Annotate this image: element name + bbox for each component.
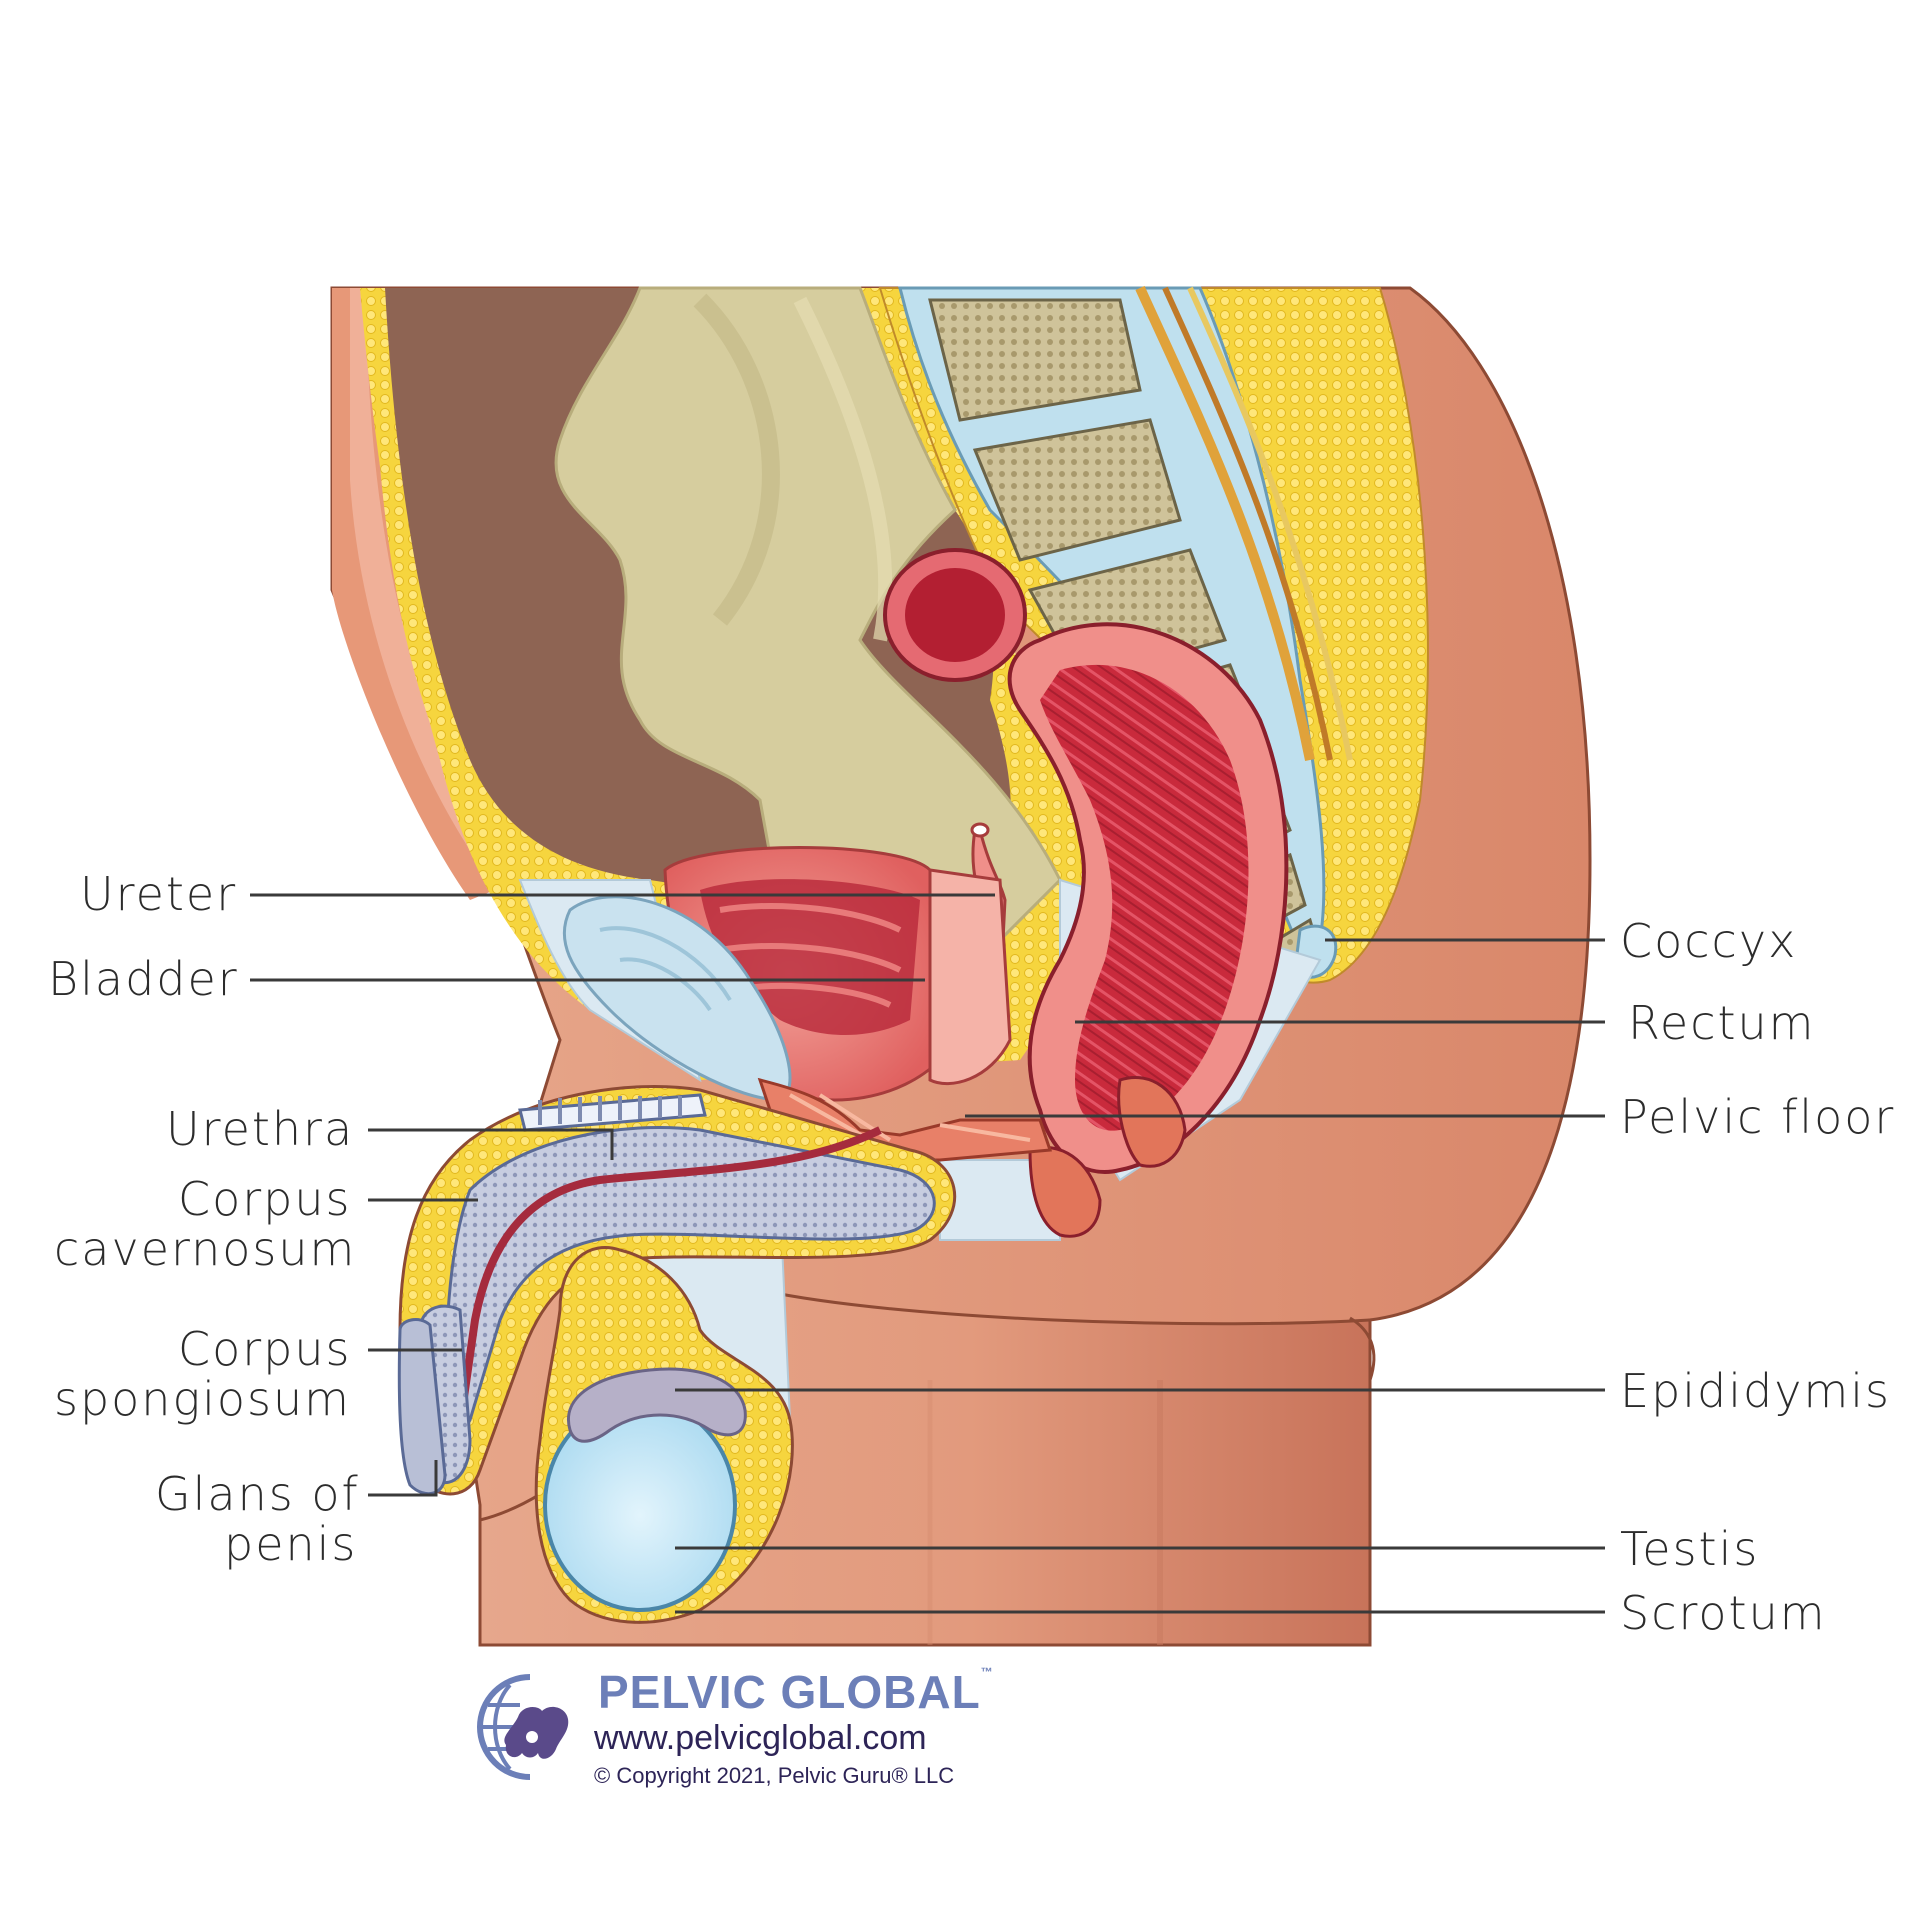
brand-block: PELVIC GLOBAL™ www.pelvicglobal.com © Co… xyxy=(470,1665,1030,1795)
label-pelvic-floor: Pelvic floor xyxy=(1620,1090,1895,1144)
epididymis-body xyxy=(567,1367,747,1443)
label-glans-2: penis xyxy=(224,1517,357,1571)
pelvis-globe-logo-icon xyxy=(477,1674,569,1780)
label-corpus-cavernosum-1: Corpus xyxy=(178,1172,352,1226)
label-coccyx: Coccyx xyxy=(1620,914,1797,968)
label-bladder: Bladder xyxy=(48,952,239,1006)
rectum xyxy=(883,548,1289,1238)
brand-url[interactable]: www.pelvicglobal.com xyxy=(594,1719,927,1757)
label-testis: Testis xyxy=(1620,1522,1759,1576)
urethra-canal xyxy=(451,1126,882,1461)
labels-right: Coccyx Rectum Pelvic floor Epididymis Te… xyxy=(675,914,1895,1640)
label-corpus-spongiosum-2: spongiosum xyxy=(54,1372,351,1426)
leader-urethra xyxy=(368,1128,614,1160)
copyright-text: © Copyright 2021, Pelvic Guru® LLC xyxy=(594,1763,955,1788)
scrotum xyxy=(534,1246,794,1624)
glans-tissue xyxy=(397,1318,447,1496)
bladder xyxy=(562,822,1012,1102)
label-corpus-cavernosum-2: cavernosum xyxy=(54,1222,356,1276)
label-scrotum: Scrotum xyxy=(1620,1586,1827,1640)
leader-glans xyxy=(368,1460,438,1497)
levator xyxy=(1117,1075,1187,1168)
label-rectum: Rectum xyxy=(1628,996,1816,1050)
anal-sphincter xyxy=(1028,1145,1102,1238)
label-ureter: Ureter xyxy=(80,867,237,921)
label-epididymis: Epididymis xyxy=(1620,1364,1891,1418)
intestines xyxy=(554,286,1062,942)
label-corpus-spongiosum-1: Corpus xyxy=(178,1322,352,1376)
label-glans-1: Glans of xyxy=(155,1467,360,1521)
label-urethra: Urethra xyxy=(166,1102,354,1156)
brand-name: PELVIC GLOBAL™ xyxy=(598,1665,994,1718)
labels-left: Ureter Bladder Urethra Corpus cavernosum… xyxy=(48,867,995,1571)
